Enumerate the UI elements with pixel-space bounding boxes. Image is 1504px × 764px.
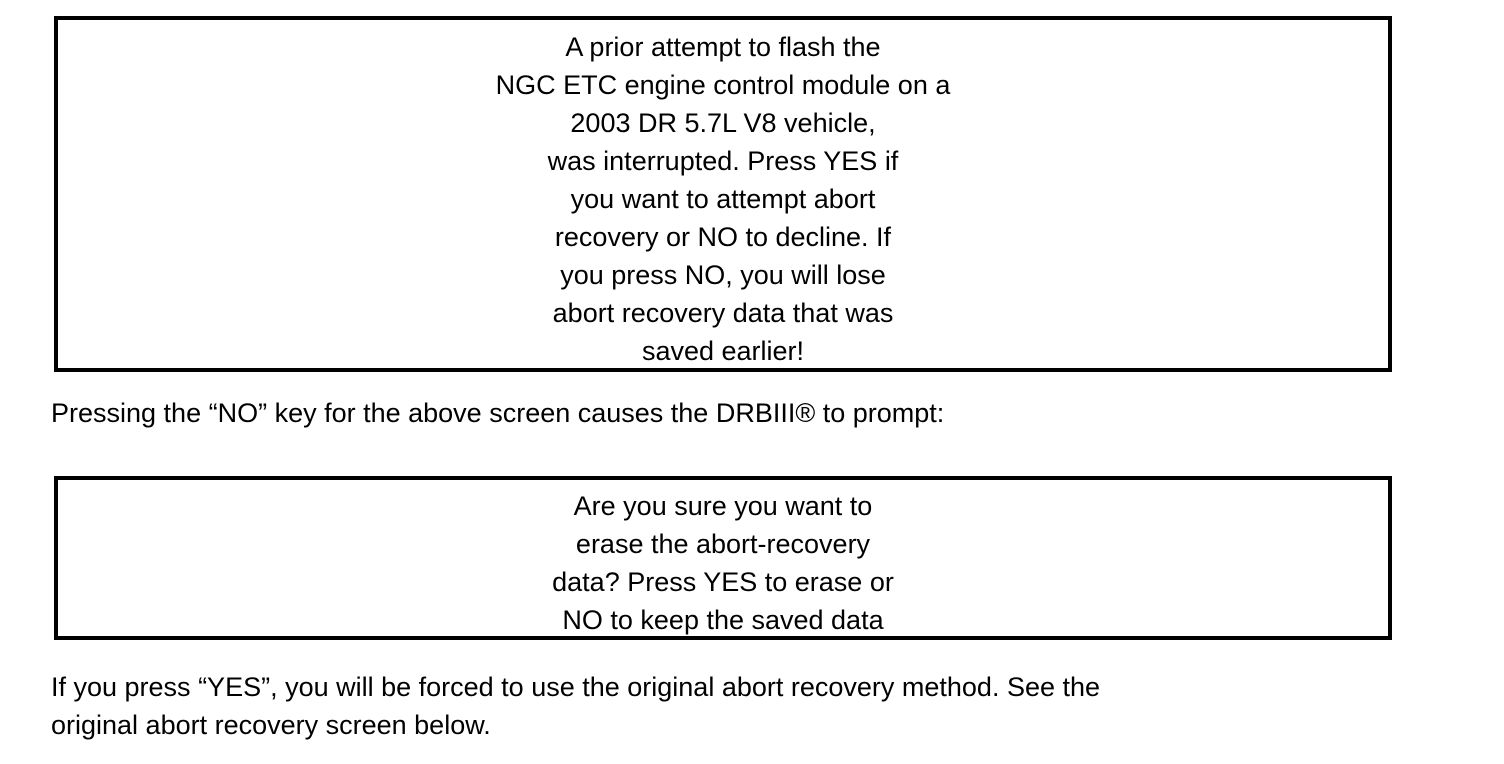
screen-text-line: was interrupted. Press YES if (547, 146, 899, 176)
screen-text-line: you want to attempt abort (570, 184, 876, 214)
screen-text-line: A prior attempt to flash the (565, 32, 881, 62)
screen-text-line: Are you sure you want to (573, 491, 873, 521)
paragraph-after-box-2: If you press “YES”, you will be forced t… (51, 668, 1391, 744)
screen-text-line: saved earlier! (641, 336, 805, 366)
screen-text-line: recovery or NO to decline. If (554, 222, 892, 252)
paragraph-line: original abort recovery screen below. (51, 710, 491, 740)
screen-text-line: you press NO, you will lose (560, 260, 886, 290)
paragraph-after-box-1: Pressing the “NO” key for the above scre… (51, 394, 1391, 432)
paragraph-line: If you press “YES”, you will be forced t… (51, 672, 1101, 702)
drb-screen-text-block: Are you sure you want to erase the abort… (58, 480, 1388, 639)
screen-text-line: 2003 DR 5.7L V8 vehicle, (570, 108, 876, 138)
screen-text-line: abort recovery data that was (552, 298, 894, 328)
paragraph-line: Pressing the “NO” key for the above scre… (51, 398, 945, 428)
screen-text-line: erase the abort-recovery (575, 529, 871, 559)
screen-text-line: NGC ETC engine control module on a (495, 70, 951, 100)
drb-screen-box-erase-confirmation: Are you sure you want to erase the abort… (54, 476, 1392, 640)
screen-text-line: data? Press YES to erase or (552, 567, 894, 597)
drb-screen-text-block: A prior attempt to flash the NGC ETC eng… (58, 20, 1388, 370)
drb-screen-box-abort-recovery: A prior attempt to flash the NGC ETC eng… (54, 16, 1392, 372)
screen-text-line: NO to keep the saved data (562, 605, 884, 635)
